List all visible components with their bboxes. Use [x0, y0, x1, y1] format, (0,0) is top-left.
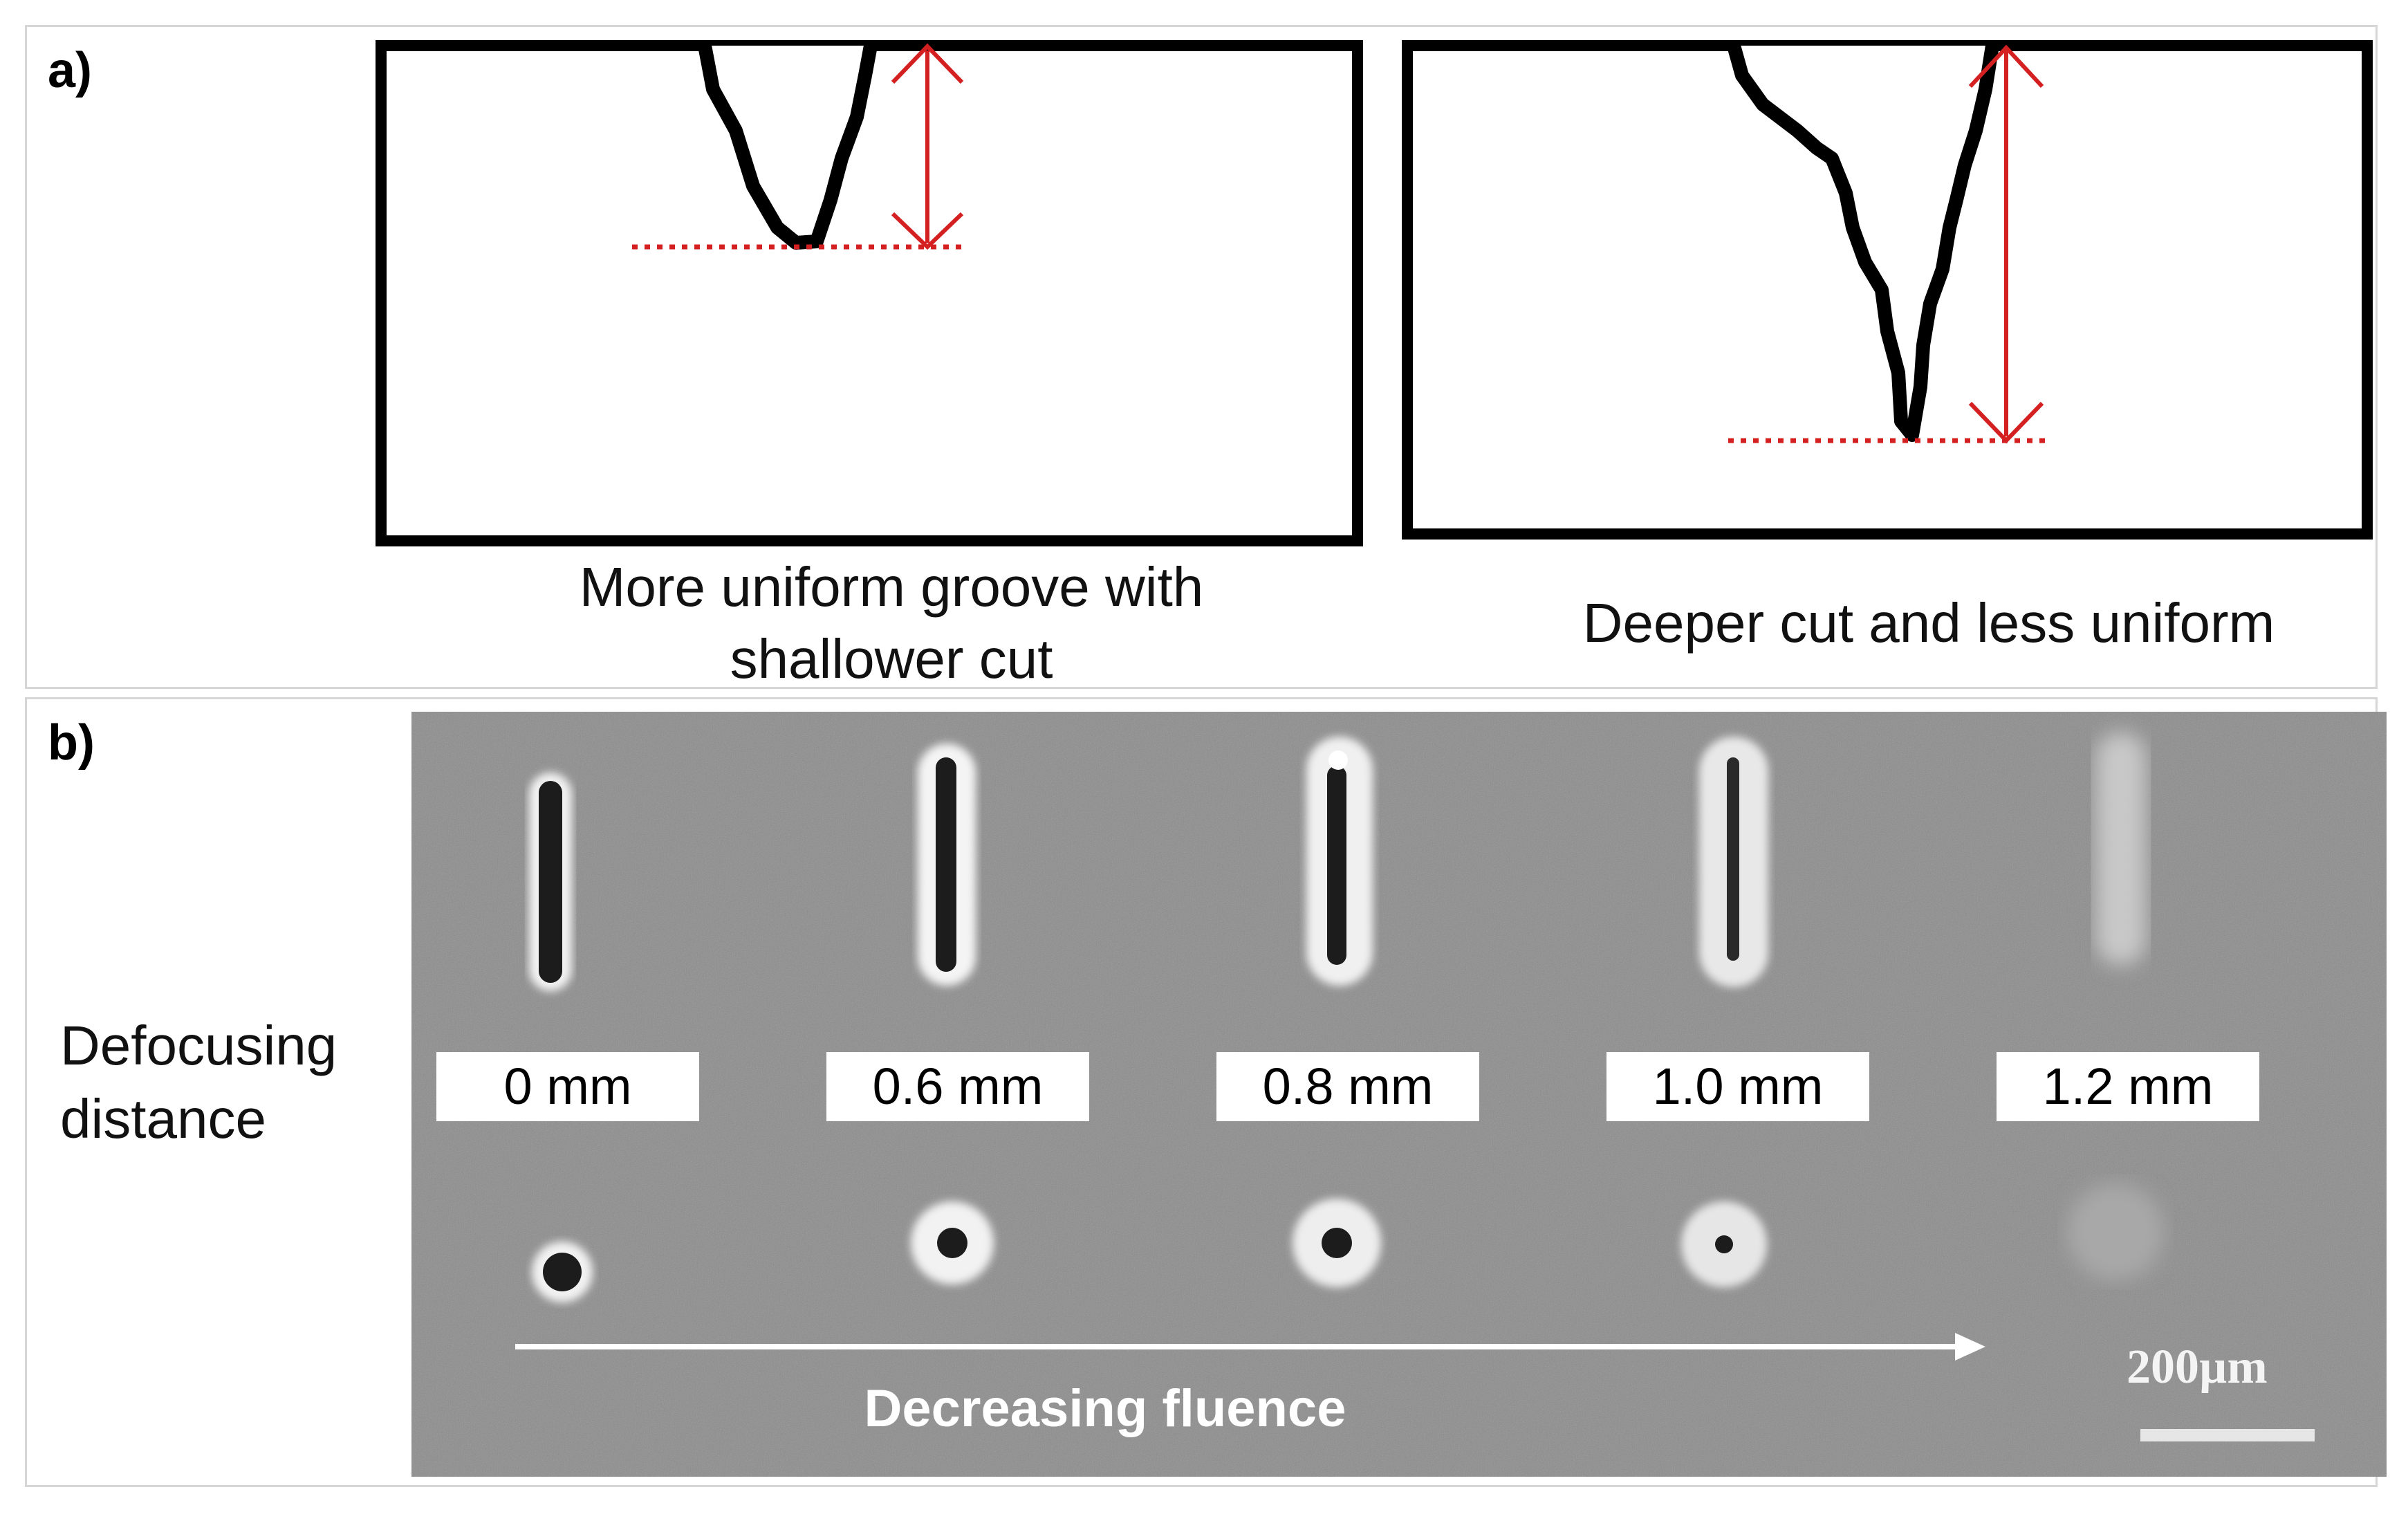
distance-label-1: 0.6 mm — [826, 1052, 1089, 1121]
spot-mark-1-2mm — [2067, 1183, 2164, 1280]
left-arrowhead-top — [891, 43, 964, 84]
panel-b: b) Defocusing distance — [25, 697, 2387, 1487]
distance-label-3: 1.0 mm — [1606, 1052, 1869, 1121]
groove-0-8mm-core — [1327, 766, 1346, 965]
fluence-arrow — [515, 1333, 1985, 1361]
fluence-label: Decreasing fluence — [864, 1379, 1346, 1438]
sem-micrograph: 0 mm 0.6 mm 0.8 mm 1.0 mm 1.2 mm Decreas… — [411, 712, 2387, 1477]
left-block-outline — [376, 40, 1363, 546]
distance-label-2: 0.8 mm — [1216, 1052, 1479, 1121]
groove-1-2mm-trace — [2096, 732, 2146, 965]
spot-0-6mm-core — [937, 1228, 967, 1258]
defocusing-distance-label: Defocusing distance — [60, 1009, 337, 1156]
groove-mark-1-2mm — [2096, 732, 2146, 965]
spot-1-2mm-trace — [2067, 1183, 2164, 1280]
distance-label-0: 0 mm — [436, 1052, 699, 1121]
groove-mark-0mm — [529, 773, 572, 991]
scale-bar-label: 200µm — [2127, 1340, 2268, 1394]
left-groove-block — [376, 40, 1363, 546]
groove-0-8mm-highlight — [1328, 750, 1348, 770]
groove-mark-0-6mm — [918, 744, 976, 986]
groove-mark-1-0mm — [1699, 737, 1768, 987]
fluence-arrowhead — [1955, 1333, 1985, 1361]
spot-mark-0-6mm — [911, 1201, 994, 1284]
spot-1-0mm-core — [1715, 1235, 1733, 1253]
groove-1-0mm-core — [1727, 757, 1739, 961]
right-groove-profile — [1727, 44, 1999, 442]
spot-mark-1-0mm — [1681, 1201, 1767, 1287]
left-groove-profile — [698, 44, 878, 250]
right-arrowhead-top — [1968, 44, 2044, 89]
right-arrowhead-bottom — [1968, 401, 2044, 444]
groove-0mm-core — [539, 781, 562, 983]
panel-a: a) More uniform groove with shallower cu… — [25, 25, 2378, 690]
distance-label-4: 1.2 mm — [1997, 1052, 2259, 1121]
left-arrowhead-bottom — [891, 212, 964, 250]
right-caption: Deeper cut and less uniform — [1445, 587, 2408, 659]
spot-0-8mm-core — [1322, 1228, 1352, 1258]
spot-mark-0mm — [532, 1242, 593, 1302]
defocusing-distance-text: Defocusing distance — [60, 1015, 337, 1150]
panel-a-label: a) — [48, 43, 93, 98]
spot-mark-0-8mm — [1293, 1199, 1381, 1287]
right-groove-block — [1402, 40, 2373, 540]
panel-b-label: b) — [48, 715, 95, 771]
groove-diagram — [376, 40, 2373, 546]
left-caption-text: More uniform groove with shallower cut — [579, 556, 1204, 690]
right-caption-text: Deeper cut and less uniform — [1582, 592, 2275, 654]
left-caption: More uniform groove with shallower cut — [435, 551, 1348, 695]
spot-0mm-core — [543, 1253, 582, 1291]
groove-mark-0-8mm — [1306, 737, 1373, 986]
groove-0-6mm-core — [936, 757, 956, 972]
